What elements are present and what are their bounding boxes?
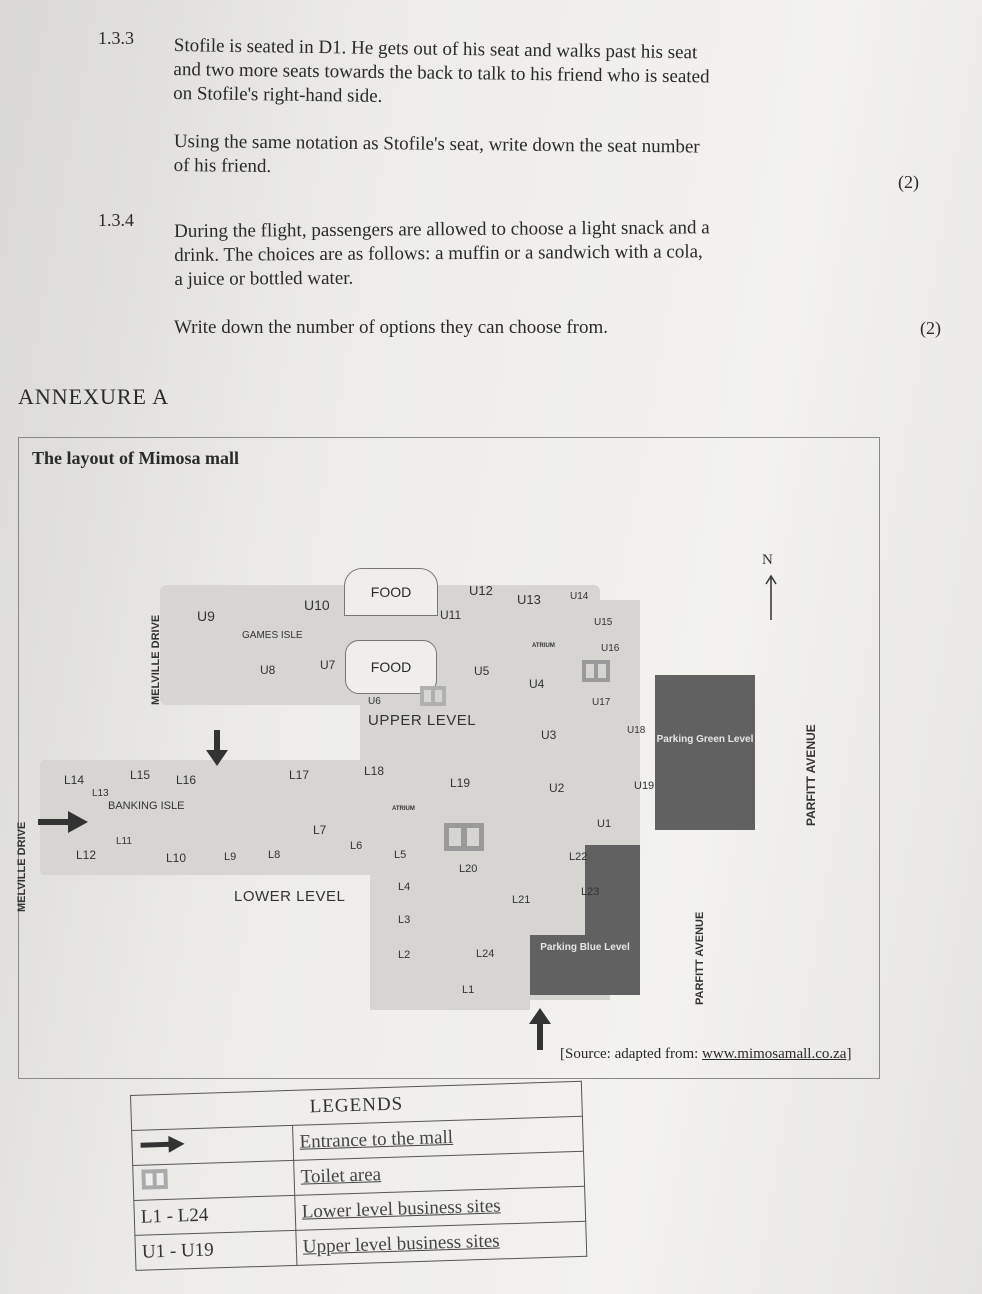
- shop-u4: U4: [529, 677, 545, 691]
- street-parfitt-avenue-lower: PARFITT AVENUE: [694, 911, 706, 1005]
- shop-u13: U13: [517, 592, 541, 607]
- shop-l1: L1: [462, 984, 475, 996]
- toilet-icon: [444, 823, 484, 851]
- street-melville-drive-upper: MELVILLE DRIVE: [150, 614, 162, 705]
- shop-l22: L22: [569, 851, 588, 863]
- shop-u19: U19: [634, 780, 655, 792]
- banking-isle-label: BANKING ISLE: [108, 800, 185, 812]
- entrance-arrow-icon: [140, 1135, 185, 1153]
- shop-u5: U5: [474, 664, 490, 678]
- shop-l24: L24: [476, 948, 495, 960]
- shop-u17: U17: [592, 697, 611, 708]
- legend-symbol-cell: [132, 1160, 295, 1201]
- legend-row: Entrance to the mall: [131, 1116, 584, 1166]
- source-url: www.mimosamall.co.za: [702, 1046, 847, 1062]
- shop-l6: L6: [350, 840, 363, 852]
- shop-u3: U3: [541, 728, 557, 742]
- upper-level-center-area: [360, 700, 540, 760]
- atrium-lower-label: ATRIUM: [392, 806, 415, 812]
- legend-row: Toilet area: [132, 1151, 585, 1201]
- north-arrow-icon: [765, 574, 777, 620]
- toilet-icon: [141, 1168, 168, 1190]
- source-citation: [Source: adapted from: www.mimosamall.co…: [560, 1046, 851, 1063]
- question-marks: (2): [920, 318, 941, 338]
- source-prefix: [Source: adapted from:: [560, 1046, 703, 1062]
- shop-l5: L5: [394, 849, 407, 861]
- lower-level-label: LOWER LEVEL: [234, 888, 346, 905]
- map-title: The layout of Mimosa mall: [32, 448, 239, 468]
- legend-key: U1 - U19: [134, 1230, 297, 1271]
- question-number: 1.3.4: [98, 210, 134, 230]
- shop-l15: L15: [130, 768, 151, 782]
- shop-l7: L7: [313, 823, 327, 837]
- shop-l18: L18: [364, 764, 385, 778]
- question-marks: (2): [898, 172, 919, 192]
- question-text: Stofile is seated in D1. He gets out of …: [173, 34, 710, 113]
- shop-l13: L13: [92, 788, 109, 799]
- entrance-upper-arrow-icon: [206, 730, 228, 766]
- street-melville-drive-lower: MELVILLE DRIVE: [16, 821, 28, 912]
- question-line: a juice or bottled water.: [174, 267, 354, 290]
- shop-l14: L14: [64, 773, 85, 787]
- parking-green-level: Parking Green Level: [655, 675, 755, 830]
- shop-u10: U10: [304, 597, 330, 613]
- shop-u1: U1: [597, 818, 612, 830]
- street-parfitt-avenue-upper: PARFITT AVENUE: [804, 724, 818, 826]
- toilet-icon: [582, 660, 610, 682]
- shop-l10: L10: [166, 851, 187, 865]
- shop-u18: U18: [627, 725, 646, 736]
- shop-l16: L16: [176, 773, 197, 787]
- map-frame: [18, 437, 880, 1079]
- shop-l20: L20: [459, 863, 478, 875]
- shop-l4: L4: [398, 881, 411, 893]
- legend-symbol-cell: [131, 1125, 294, 1166]
- shop-l21: L21: [512, 894, 531, 906]
- shop-l8: L8: [268, 849, 281, 861]
- annexure-title: ANNEXURE A: [18, 384, 170, 409]
- shop-l11: L11: [116, 836, 132, 847]
- shop-u15: U15: [594, 617, 613, 628]
- shop-u16: U16: [601, 643, 620, 654]
- shop-l12: L12: [76, 848, 97, 862]
- shop-l23: L23: [581, 886, 600, 898]
- entrance-west-arrow-icon: [38, 811, 88, 833]
- food-court-top: FOOD: [344, 568, 438, 616]
- legend-key: L1 - L24: [133, 1195, 296, 1236]
- shop-u14: U14: [570, 591, 589, 602]
- food-court-middle: FOOD: [345, 640, 437, 694]
- upper-level-label: UPPER LEVEL: [368, 712, 477, 729]
- legend-table: LEGENDS Entrance to the mall Toilet area: [130, 1081, 587, 1271]
- lower-level-area: [40, 760, 640, 875]
- shop-l17: L17: [289, 768, 310, 782]
- games-isle-label: GAMES ISLE: [242, 630, 303, 641]
- shop-u7: U7: [320, 658, 336, 672]
- question-text: During the flight, passengers are allowe…: [174, 216, 710, 292]
- atrium-upper-label: ATRIUM: [532, 643, 555, 649]
- shop-u12: U12: [469, 583, 493, 598]
- entrance-south-arrow-icon: [529, 1008, 551, 1050]
- source-suffix: ]: [846, 1046, 852, 1062]
- question-number: 1.3.3: [98, 28, 134, 48]
- shop-u6: U6: [368, 696, 381, 707]
- question-instruction: Write down the number of options they ca…: [174, 317, 609, 338]
- shop-l2: L2: [398, 949, 411, 961]
- question-instruction: Using the same notation as Stofile's sea…: [173, 130, 700, 184]
- shop-u9: U9: [197, 608, 215, 624]
- shop-l9: L9: [224, 851, 237, 863]
- shop-u2: U2: [549, 781, 565, 795]
- shop-u11: U11: [440, 608, 462, 622]
- shop-u8: U8: [260, 663, 276, 677]
- toilet-icon: [420, 686, 446, 706]
- question-line: drink. The choices are as follows: a muf…: [174, 241, 703, 266]
- shop-l19: L19: [450, 776, 471, 790]
- shop-l3: L3: [398, 914, 411, 926]
- north-label: N: [762, 552, 773, 568]
